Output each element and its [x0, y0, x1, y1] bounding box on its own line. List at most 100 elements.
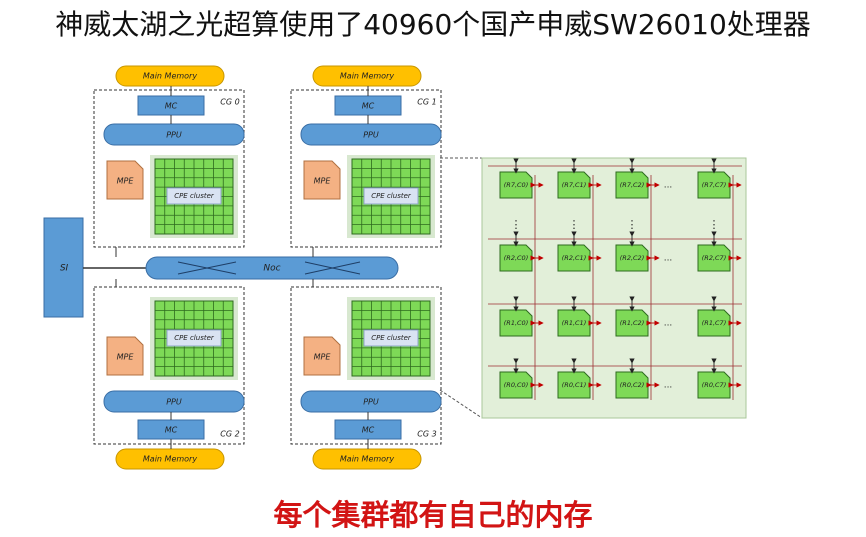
cpe-core	[499, 371, 533, 399]
cpe-core-cell	[697, 231, 742, 272]
cpe-core-cell	[499, 296, 544, 337]
mpe-label: MPE	[314, 353, 332, 362]
column-ellipsis: ⋮	[511, 218, 522, 231]
column-ellipsis: ⋮	[569, 218, 580, 231]
memory-caption: 每个集群都有自己的内存	[273, 498, 593, 532]
mpe-block	[303, 160, 341, 200]
cpe-label-box	[363, 329, 419, 347]
mpe-label: MPE	[117, 177, 135, 186]
cpe-core	[499, 244, 533, 272]
noc-crossbar	[177, 261, 361, 275]
core-group-3	[290, 279, 442, 470]
cpe-core	[615, 171, 649, 199]
core-group-border	[93, 89, 245, 248]
mpe-block	[106, 336, 144, 376]
cpe-core-label: (R2,C2)	[620, 254, 644, 262]
core-group-0	[93, 65, 245, 257]
cpe-core	[557, 244, 591, 272]
cpe-core	[557, 171, 591, 199]
cpe-core	[557, 371, 591, 399]
main-memory-label: Main Memory	[143, 455, 197, 464]
cpe-core-label: (R2,C0)	[504, 254, 528, 262]
cpe-cluster-label: CPE cluster	[371, 192, 412, 200]
column-ellipsis: ⋮	[709, 218, 720, 231]
ppu-bus	[300, 123, 442, 146]
cpe-core-cell	[557, 158, 602, 199]
cpe-core-label: (R7,C7)	[702, 181, 726, 189]
cpe-core	[615, 371, 649, 399]
core-group-1	[290, 65, 442, 257]
cpe-label-box	[166, 187, 222, 205]
mc-label: MC	[165, 102, 178, 111]
mpe-label: MPE	[314, 177, 332, 186]
cpe-core-cell	[615, 296, 660, 337]
cpe-core	[697, 371, 731, 399]
main-memory	[115, 448, 225, 470]
cpe-core	[697, 309, 731, 337]
core-group-label: CG 3	[417, 430, 436, 439]
cpe-core-label: (R0,C1)	[562, 381, 586, 389]
mpe-block	[106, 160, 144, 200]
cpe-core-cell	[615, 158, 660, 199]
cpe-core	[499, 171, 533, 199]
cpe-core-label: (R0,C0)	[504, 381, 528, 389]
main-memory	[312, 448, 422, 470]
cpe-core-label: (R7,C0)	[504, 181, 528, 189]
cpe-core-label: (R2,C1)	[562, 254, 586, 262]
core-group-label: CG 2	[220, 430, 239, 439]
cpe-core	[697, 171, 731, 199]
cpe-core	[499, 309, 533, 337]
cpe-core-label: (R1,C7)	[702, 319, 726, 327]
row-ellipsis: ...	[664, 319, 673, 329]
row-ellipsis: ...	[664, 181, 673, 191]
main-memory-label: Main Memory	[340, 455, 394, 464]
cpe-core	[557, 309, 591, 337]
main-memory-label: Main Memory	[340, 72, 394, 81]
mc-label: MC	[165, 426, 178, 435]
si-box	[43, 217, 84, 318]
ppu-bus	[103, 390, 245, 413]
ppu-bus	[300, 390, 442, 413]
cpe-core-label: (R7,C2)	[620, 181, 644, 189]
cpe-core-cell	[697, 158, 742, 199]
zoom-line-bottom	[439, 389, 483, 419]
cpe-cluster-label: CPE cluster	[174, 192, 215, 200]
core-group-border	[290, 286, 442, 445]
cpe-core-label: (R1,C2)	[620, 319, 644, 327]
core-group-2	[93, 279, 245, 470]
cpe-core-label: (R7,C1)	[562, 181, 586, 189]
main-memory-label: Main Memory	[143, 72, 197, 81]
cpe-core	[615, 309, 649, 337]
noc-label: Noc	[263, 264, 280, 274]
cpe-core-cell	[557, 231, 602, 272]
cpe-core-label: (R0,C2)	[620, 381, 644, 389]
si-label: SI	[60, 264, 69, 274]
column-ellipsis: ⋮	[627, 218, 638, 231]
row-ellipsis: ...	[664, 381, 673, 391]
ppu-bus	[103, 123, 245, 146]
cpe-label-box	[166, 329, 222, 347]
core-group-border	[290, 89, 442, 248]
noc-bus	[145, 256, 399, 280]
cpe-core-cell	[615, 231, 660, 272]
cpe-core-label: (R2,C7)	[702, 254, 726, 262]
cpe-core-label: (R1,C1)	[562, 319, 586, 327]
cpe-core-cell	[499, 358, 544, 399]
main-memory	[312, 65, 422, 87]
core-group-label: CG 1	[417, 98, 436, 107]
mc-label: MC	[362, 102, 375, 111]
page-title: 神威太湖之光超算使用了40960个国产申威SW26010处理器	[55, 8, 811, 41]
cpe-core	[697, 244, 731, 272]
ppu-label: PPU	[363, 131, 379, 140]
cpe-core	[615, 244, 649, 272]
cpe-core-cell	[499, 231, 544, 272]
core-group-border	[93, 286, 245, 445]
ppu-label: PPU	[363, 398, 379, 407]
cpe-cluster-label: CPE cluster	[371, 334, 412, 342]
mc-label: MC	[362, 426, 375, 435]
cpe-core-cell	[697, 358, 742, 399]
main-memory	[115, 65, 225, 87]
cpe-core-label: (R0,C7)	[702, 381, 726, 389]
ppu-label: PPU	[166, 398, 182, 407]
